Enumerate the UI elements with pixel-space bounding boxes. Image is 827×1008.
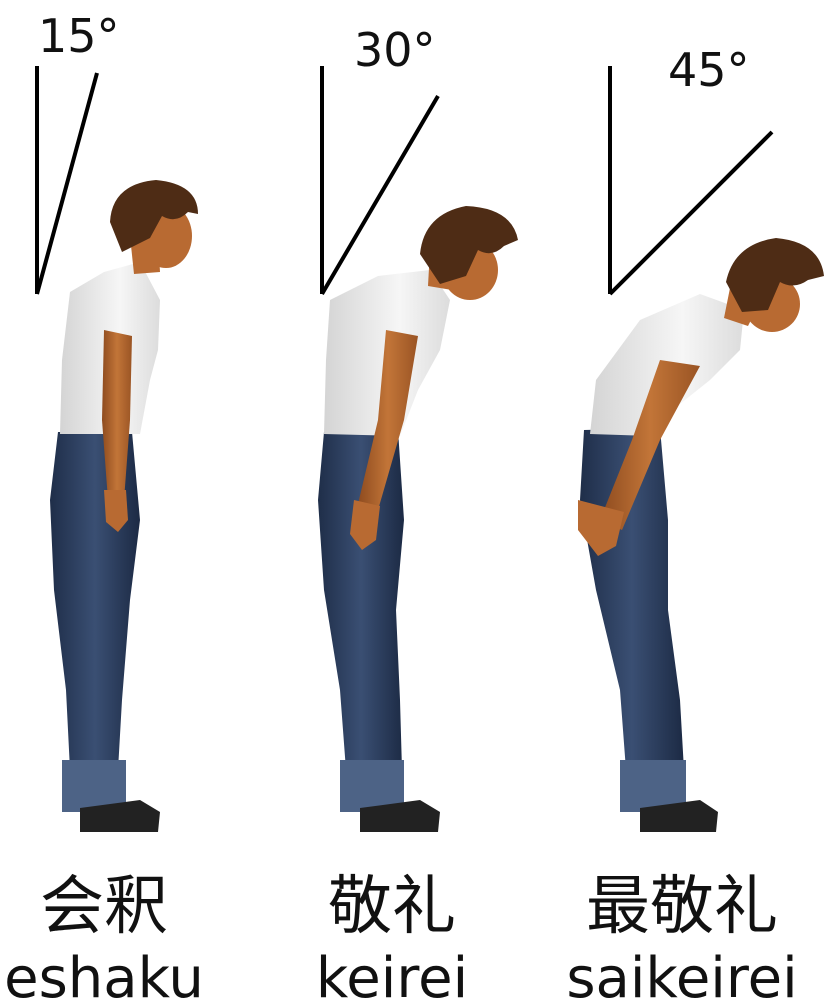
- bow-name-kanji: 会釈: [40, 870, 168, 944]
- angle-indicator-15: 15°: [37, 9, 120, 294]
- person-figure-keirei: [318, 206, 518, 832]
- bow-name-romaji: saikeirei: [566, 946, 797, 1008]
- bow-panel-45: 45° 最敬礼 saikeirei: [566, 43, 824, 1008]
- angle-label: 15°: [38, 9, 120, 63]
- bow-angle-line: [322, 96, 438, 294]
- angle-label: 45°: [668, 43, 750, 97]
- bow-name-kanji: 敬礼: [328, 870, 456, 944]
- bow-panel-15: 15° 会釈 eshaku: [4, 9, 204, 1008]
- person-figure-eshaku: [50, 180, 198, 832]
- angle-label: 30°: [354, 23, 436, 77]
- person-figure-saikeirei: [578, 238, 824, 832]
- bow-panel-30: 30° 敬礼 keirei: [316, 23, 518, 1008]
- bow-name-romaji: keirei: [316, 946, 468, 1008]
- jeans: [50, 432, 140, 770]
- jeans: [318, 430, 404, 770]
- bow-name-romaji: eshaku: [4, 946, 204, 1008]
- bow-angle-line: [37, 73, 97, 294]
- bow-name-kanji: 最敬礼: [586, 870, 778, 944]
